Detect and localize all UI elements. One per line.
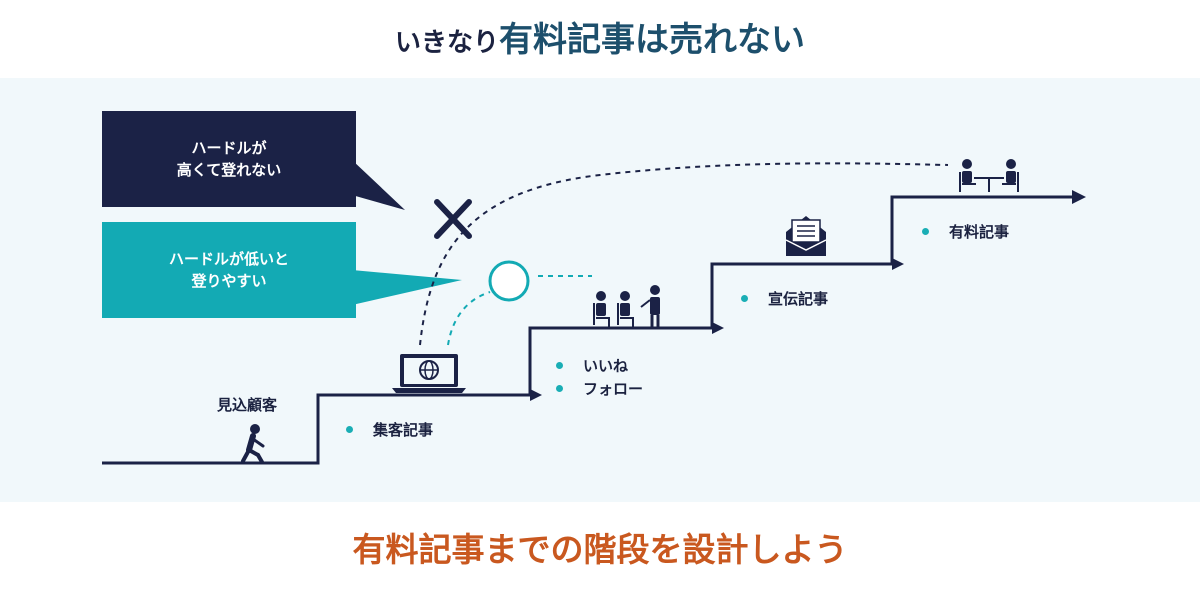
staircase-arrow-3 — [892, 258, 904, 270]
walking-person-icon — [241, 424, 265, 464]
mail-icon — [785, 216, 827, 256]
bubble-high-line1: ハードルが — [191, 139, 267, 157]
bubble-dark-tail — [352, 160, 405, 210]
bullet — [346, 426, 353, 433]
circle-icon — [488, 260, 530, 302]
meeting-table-icon — [959, 159, 1019, 192]
bullet — [556, 362, 563, 369]
bullet — [741, 295, 748, 302]
bubble-low-line1: ハードルが低いと — [168, 250, 289, 268]
staircase-line-3 — [710, 262, 892, 328]
title-emphasis: 有料記事は売れない — [499, 20, 805, 60]
staircase-line — [102, 393, 530, 465]
step-3-item-1: 宣伝記事 — [768, 290, 829, 308]
staircase-arrow-4 — [1072, 190, 1086, 204]
staircase-arrow-1 — [530, 389, 542, 401]
bubble-low-line2: 登りやすい — [191, 272, 267, 290]
audience-presenter-icon — [593, 285, 660, 327]
bubble-high-hurdle: ハードルが 高くて登れない — [102, 111, 356, 207]
staircase-arrow-2 — [712, 322, 724, 334]
bullet — [922, 228, 929, 235]
bubble-high-line2: 高くて登れない — [176, 161, 282, 179]
step-2-item-1: いいね — [583, 357, 629, 375]
laptop-globe-icon — [392, 354, 466, 393]
staircase-line-4 — [890, 195, 1074, 264]
step-1-item-1: 集客記事 — [373, 421, 434, 439]
title-lead: いきなり — [394, 28, 499, 58]
bottom-message: 有料記事までの階段を設計しよう — [352, 530, 848, 569]
dashed-path-failed — [419, 162, 949, 346]
cross-icon — [434, 199, 472, 239]
prospect-label: 見込顧客 — [217, 396, 278, 414]
page-title: いきなり有料記事は売れない — [0, 12, 1200, 61]
bubble-teal-tail — [352, 270, 462, 305]
bubble-low-hurdle: ハードルが低いと 登りやすい — [102, 222, 356, 318]
bullet — [556, 385, 563, 392]
step-4-item-1: 有料記事 — [949, 223, 1010, 241]
step-2-item-2: フォロー — [583, 380, 644, 398]
dashed-path-success — [447, 291, 491, 346]
